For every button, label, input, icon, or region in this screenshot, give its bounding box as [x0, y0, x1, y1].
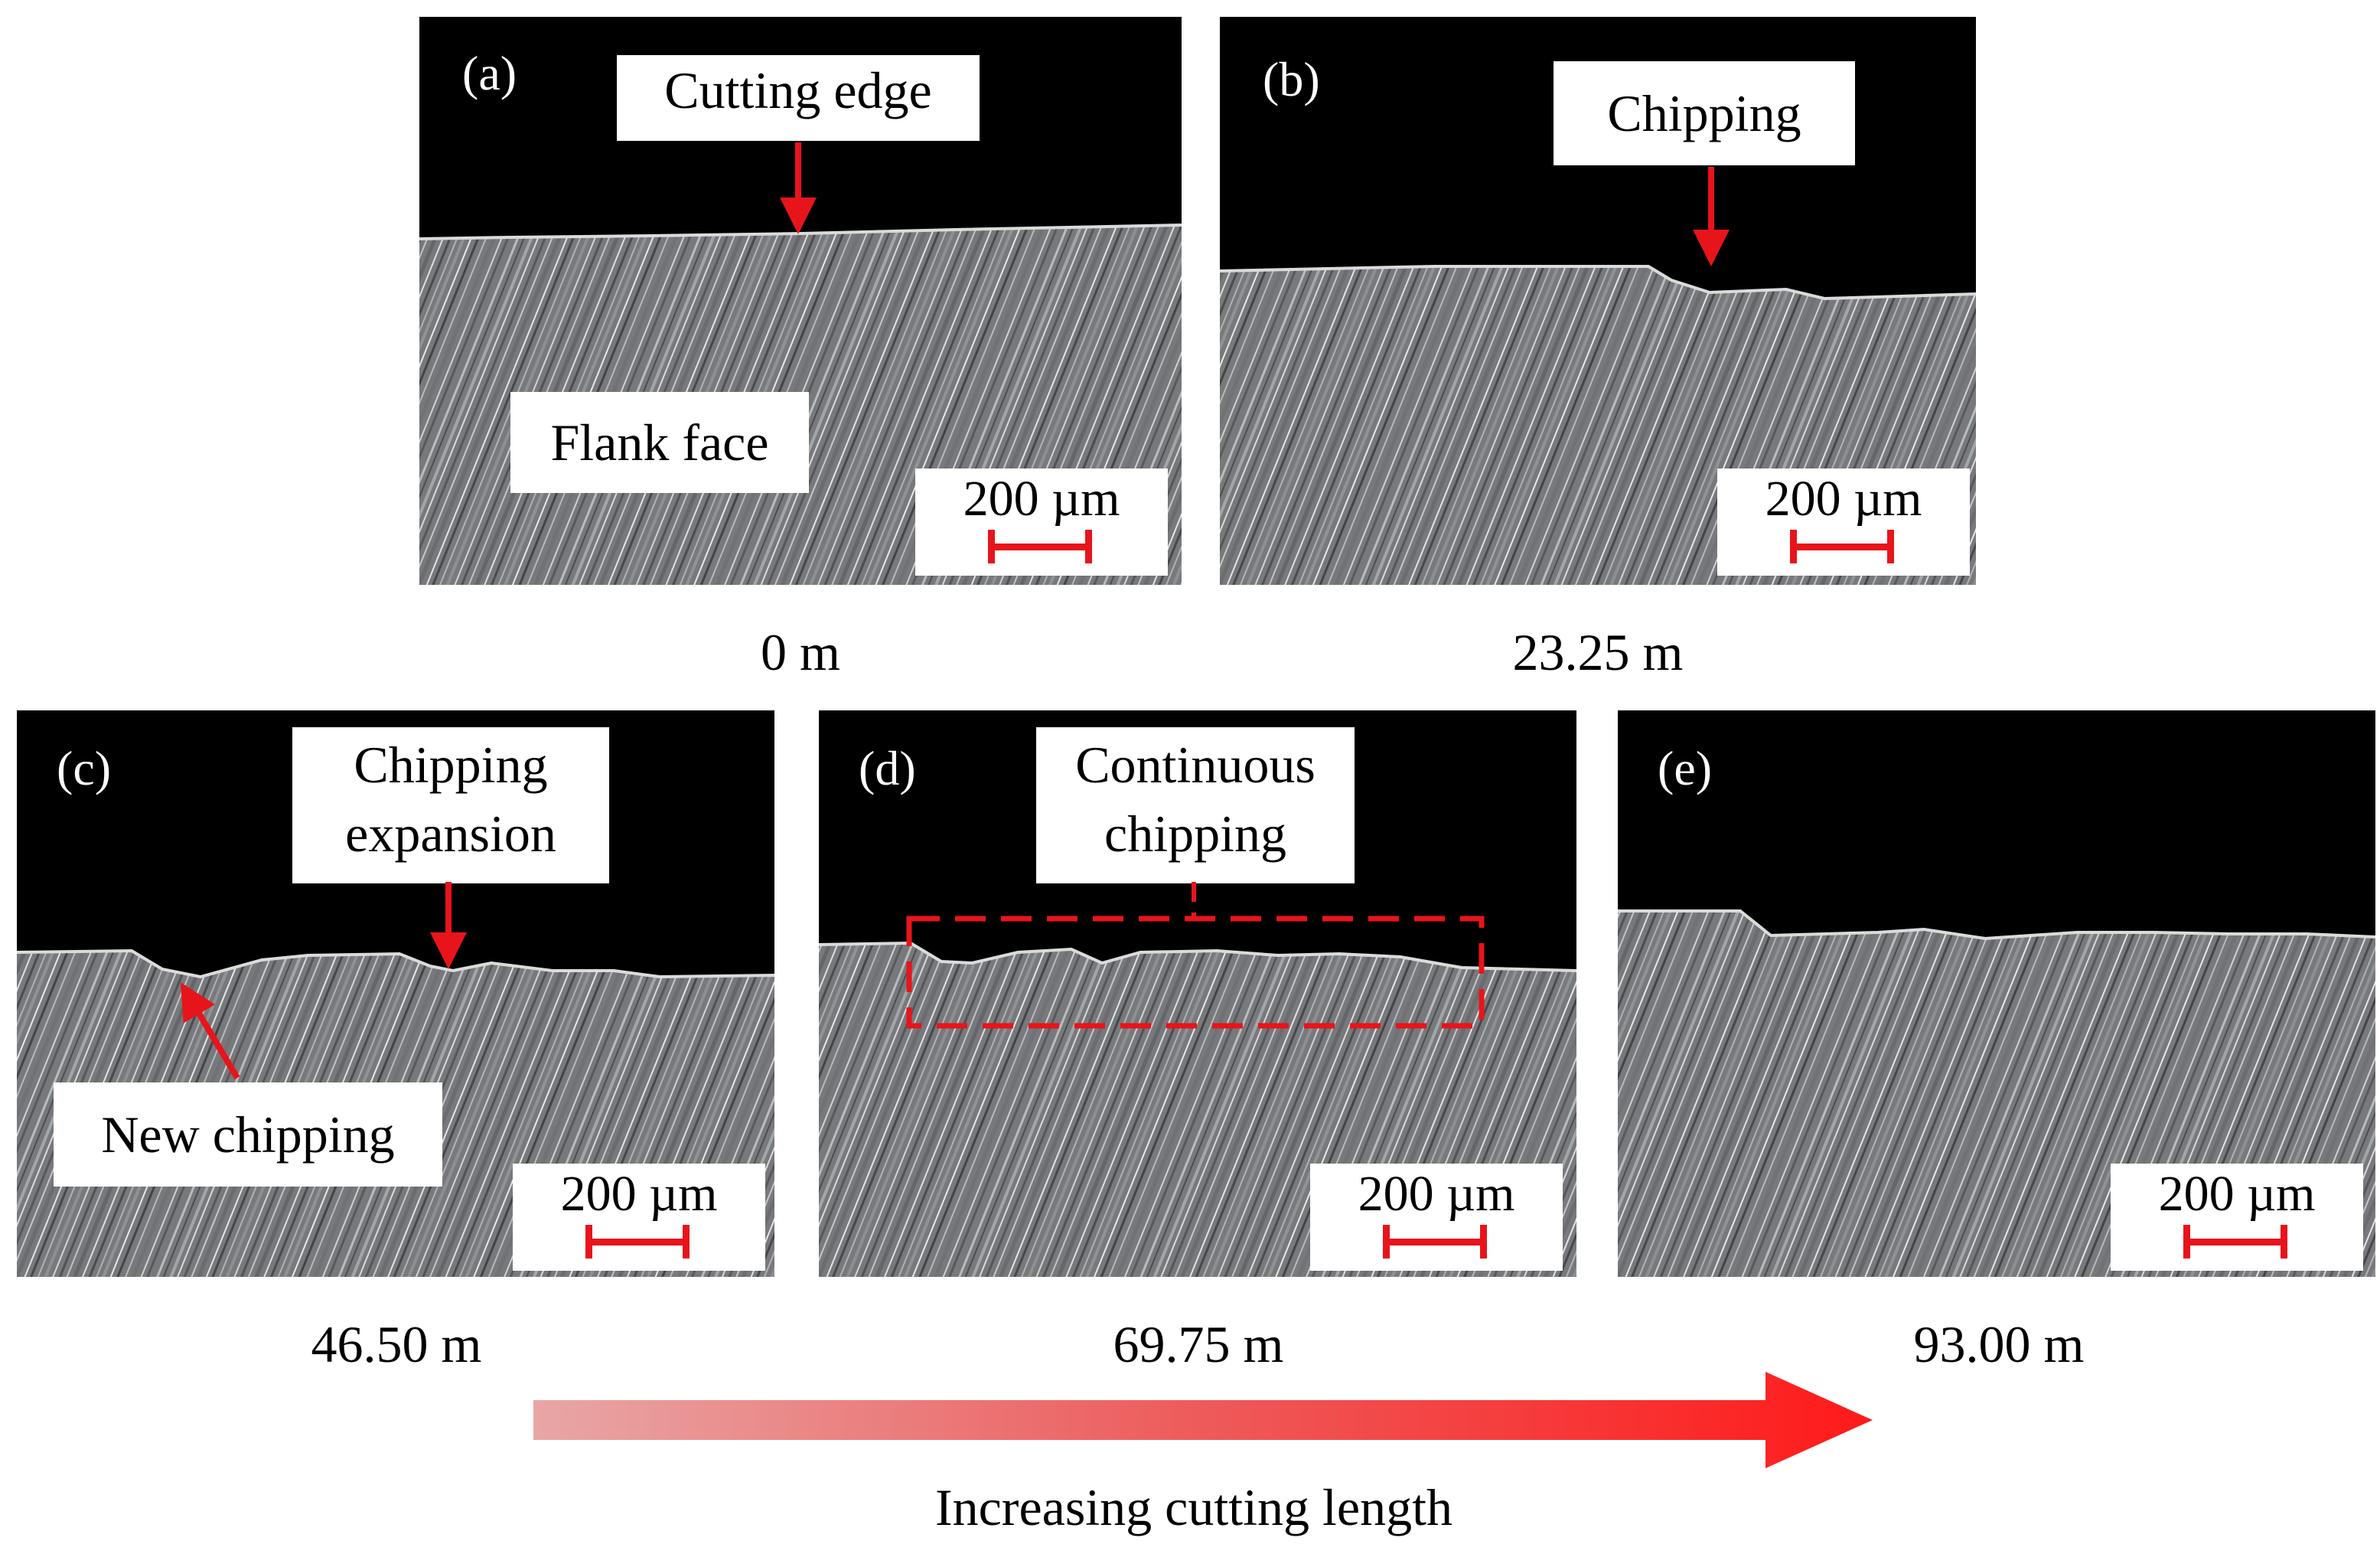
- distance-label-e: 93.00 m: [1913, 1315, 2085, 1373]
- scale-bar-line: [2183, 1225, 2287, 1259]
- scale-bar-line: [988, 530, 1092, 563]
- panel-label-e: (e): [1658, 741, 1713, 795]
- distance-label-d: 69.75 m: [1113, 1315, 1284, 1373]
- scale-bar-d: 200 µm: [1310, 1164, 1563, 1271]
- scale-bar-a: 200 µm: [915, 468, 1168, 576]
- scale-bar-line: [1383, 1225, 1487, 1259]
- increasing-length-arrow: [533, 1372, 1873, 1468]
- scale-bar-line: [585, 1225, 690, 1259]
- panel-label-d: (d): [859, 741, 916, 795]
- callout-line-1: Continuous: [1075, 736, 1316, 794]
- panel-label-c: (c): [57, 741, 112, 795]
- callout-new-chipping: New chipping: [54, 1082, 442, 1187]
- scale-bar-label: 200 µm: [1765, 471, 1922, 527]
- scale-bar-e: 200 µm: [2111, 1164, 2363, 1271]
- scale-bar-label: 200 µm: [1358, 1166, 1515, 1222]
- callout-line-1: Chipping: [354, 736, 548, 794]
- scale-bar-b: 200 µm: [1717, 468, 1970, 576]
- callout-cutting-edge: Cutting edge: [617, 55, 980, 141]
- callout-line-2: expansion: [345, 805, 556, 863]
- scale-bar-line: [1790, 530, 1894, 563]
- scale-bar-label: 200 µm: [963, 471, 1120, 527]
- distance-label-c: 46.50 m: [311, 1315, 482, 1373]
- distance-label-b: 23.25 m: [1512, 623, 1684, 681]
- scale-bar-label: 200 µm: [2158, 1166, 2316, 1222]
- callout-continuous-chipping: Continuous chipping: [1036, 727, 1355, 883]
- callout-chipping: Chipping: [1554, 61, 1855, 165]
- axis-caption: Increasing cutting length: [934, 1478, 1452, 1536]
- scale-bar-label: 200 µm: [560, 1166, 718, 1222]
- distance-label-a: 0 m: [761, 623, 840, 681]
- callout-chipping-expansion: Chipping expansion: [292, 727, 609, 883]
- scale-bar-c: 200 µm: [513, 1164, 765, 1271]
- callout-flank-face: Flank face: [510, 392, 809, 493]
- panel-label-b: (b): [1263, 52, 1320, 106]
- callout-line-2: chipping: [1104, 805, 1286, 863]
- panel-label-a: (a): [462, 46, 517, 100]
